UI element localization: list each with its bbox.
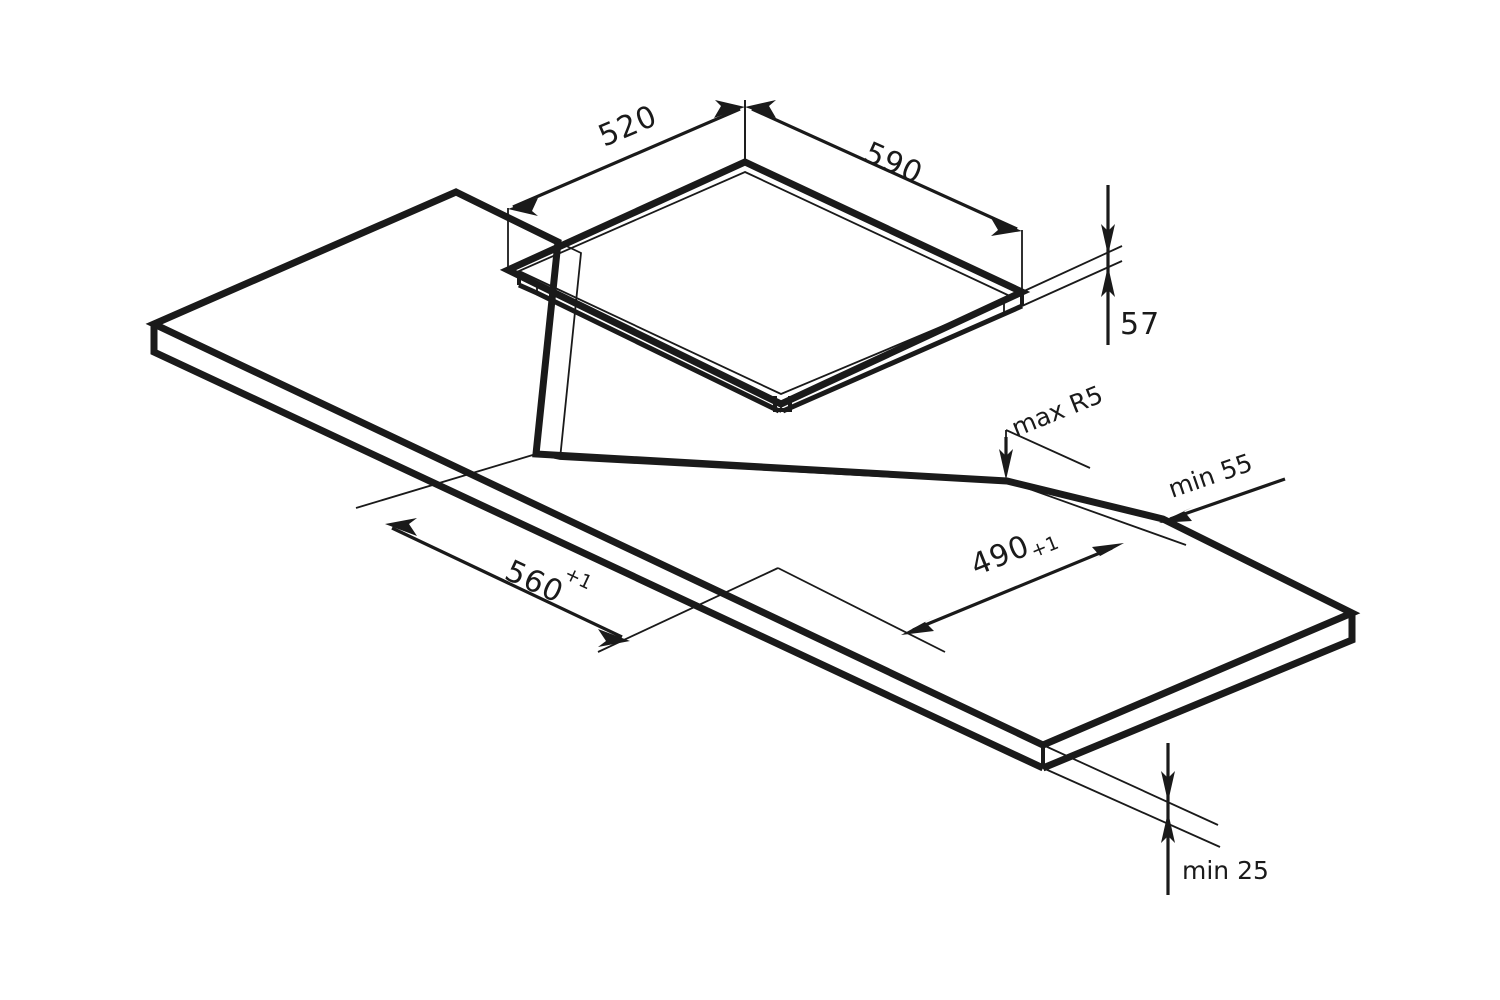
dim-520-line <box>512 107 741 209</box>
dim-490-line <box>912 546 1113 632</box>
dim-520-arrow-right <box>714 100 745 118</box>
cutout-inner-front-wall <box>535 453 1009 484</box>
dimension-edge-clearance-min55: min 55 <box>1159 448 1286 523</box>
dim-590-arrow-left <box>745 100 776 118</box>
hob-top-surface <box>499 158 1031 408</box>
dim-min25-ext-line-bottom <box>1042 767 1221 848</box>
worktop-top-face-outline <box>145 188 1361 749</box>
dim-490-arrow-right <box>1091 543 1124 561</box>
hob-body-front-right-lower-line <box>787 305 1023 410</box>
dim-560-tolerance: +1 <box>561 563 596 595</box>
dim-r5-label: max R5 <box>1007 380 1107 443</box>
dim-min25-label: min 25 <box>1182 856 1269 885</box>
dim-min55-leader-line <box>1169 477 1286 521</box>
dim-560-label: 560 <box>500 554 569 611</box>
dim-560-arrow-front <box>598 629 630 647</box>
worktop-cutout-opening <box>535 241 1009 484</box>
dim-590-line <box>751 107 1018 231</box>
dim-57-label: 57 <box>1120 307 1160 342</box>
dim-min55-arrow <box>1159 507 1193 523</box>
hob-front-corner-detail <box>773 396 792 412</box>
dim-r5-arrow <box>999 449 1013 480</box>
hob-body-front-left-lower-line <box>518 284 782 413</box>
dim-min25-arrow-top <box>1161 771 1175 802</box>
dim-560-ext-line-rear <box>355 453 537 509</box>
cutout-inner-left-wall <box>557 241 582 460</box>
worktop-front-left-thickness-edge <box>150 324 1045 772</box>
worktop-front-right-thickness-edge <box>1041 613 1356 772</box>
dim-57-ext-line-bottom <box>1021 260 1123 307</box>
dim-57-arrow-bottom <box>1101 266 1115 297</box>
dimension-worktop-thickness-min25: min 25 <box>1042 743 1269 895</box>
dimension-hob-depth-520: 520 <box>507 99 746 270</box>
dim-520-arrow-left <box>508 198 538 216</box>
dimension-hob-height-57: 57 <box>1021 185 1160 345</box>
dimension-cutout-depth-490: 490 +1 <box>777 480 1187 653</box>
dimension-cutout-width-560: 560 +1 <box>355 453 779 653</box>
dim-560-ext-line-front <box>597 567 779 653</box>
cooktop-appliance <box>499 158 1031 414</box>
dim-min25-ext-line-top <box>1042 744 1219 826</box>
dim-490-ext-line-right <box>1006 480 1187 546</box>
kitchen-worktop-slab <box>145 188 1361 772</box>
dim-590-arrow-right <box>991 218 1022 236</box>
dim-min25-arrow-bottom <box>1161 812 1175 843</box>
hob-top-bevel-line <box>516 171 1015 395</box>
dim-560-line <box>391 526 623 639</box>
dim-560-arrow-rear <box>385 518 417 536</box>
dim-57-ext-line-top <box>1021 245 1123 293</box>
dim-490-arrow-left <box>901 617 934 635</box>
dim-490-label: 490 <box>966 528 1035 583</box>
dim-490-ext-line-left <box>777 567 946 653</box>
dimension-hob-width-590: 590 <box>744 100 1023 292</box>
dim-57-arrow-top <box>1101 224 1115 255</box>
dimension-corner-radius-maxr5: max R5 <box>999 380 1107 480</box>
